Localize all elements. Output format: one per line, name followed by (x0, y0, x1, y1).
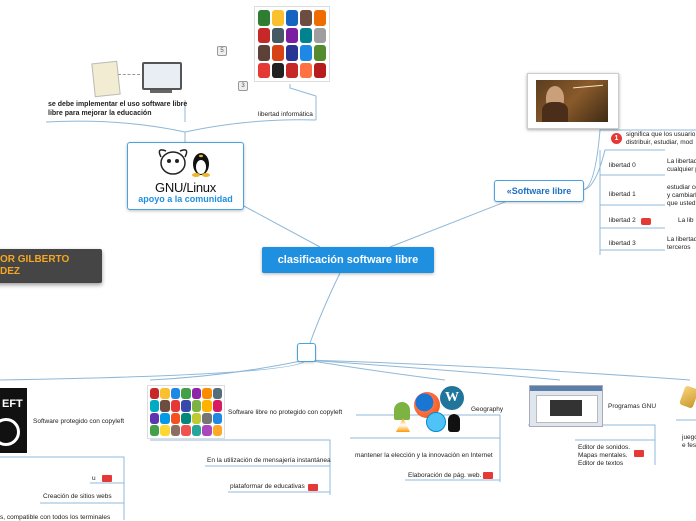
noncopyleft-item-2-b: de educativas (264, 483, 305, 490)
geography-item-1[interactable]: mantener la elección y la innovación en … (355, 452, 493, 459)
freedom-2-desc: La lib (678, 217, 694, 224)
network-computer-image (90, 58, 186, 100)
gnu-programs-items[interactable]: Editor de sonidos. Mapas mentales. Edito… (578, 444, 630, 468)
free-software-logos-image (254, 6, 330, 82)
subtopic-hub-node[interactable] (297, 343, 316, 362)
central-topic[interactable]: clasificación software libre (262, 247, 434, 273)
link-icon[interactable] (102, 475, 112, 482)
freedom-0-desc: La libertad cualquier p (667, 158, 696, 174)
copyleft-logo-text: EFT (2, 398, 23, 410)
noncopyleft-item-2-a: plataformar (230, 483, 263, 490)
freedom-3-desc-line-2: terceros (667, 244, 691, 251)
copyleft-label[interactable]: Software protegido con copyleft (33, 418, 125, 425)
gnu-programs-item-1: Editor de sonidos. (578, 444, 631, 451)
freedom-3-label[interactable]: libertad 3 (609, 240, 636, 247)
games-image (676, 383, 696, 413)
definition-line-1: significa que los usuario (626, 131, 696, 138)
freedom-1-desc-line-1: estudiar có (667, 184, 696, 191)
left-item-3[interactable]: s, compatible con todos los terminales (0, 514, 111, 521)
noncopyleft-label-a: Software libre (228, 409, 268, 416)
author-line-2: DEZ (0, 266, 20, 277)
freedom-1-desc-line-2: y cambiarl (667, 192, 696, 199)
author-node[interactable]: OR GILBERTO DEZ (0, 249, 102, 283)
copyleft-logo-image: EFT (0, 388, 27, 453)
freedom-3-desc: La libertad terceros (667, 236, 696, 252)
freedom-3-desc-line-1: La libertad (667, 236, 696, 243)
education-note: se debe implementar el uso software libr… (48, 100, 187, 118)
geography-label[interactable]: Geography (471, 406, 504, 413)
noncopyleft-item-2[interactable]: plataformar de educativas (230, 483, 305, 490)
noncopyleft-label-b: no protegido con copyleft (269, 409, 343, 416)
freedom-1-desc-line-3: que usted (667, 200, 696, 207)
link-icon[interactable] (308, 484, 318, 491)
games-item-1: juego (682, 434, 696, 441)
link-icon[interactable] (483, 472, 493, 479)
geography-item-2[interactable]: Elaboración de pág. web. (408, 472, 482, 479)
software-libre-node[interactable]: «Software libre (494, 180, 584, 202)
games-item-2: e fest (682, 442, 696, 449)
freedom-1-label[interactable]: libertad 1 (609, 191, 636, 198)
gnu-linux-node[interactable]: GNU/Linux apoyo a la comunidad (127, 142, 244, 210)
education-note-line-2: libre para mejorar la educación (48, 110, 152, 117)
noncopyleft-label[interactable]: Software libre no protegido con copyleft (228, 409, 342, 416)
games-items[interactable]: juego e fest (682, 434, 696, 450)
info-icon[interactable]: 1 (611, 133, 622, 144)
noncopyleft-item-1-b: ensajería instantánea (268, 457, 331, 464)
count-badge[interactable]: 3 (238, 81, 248, 91)
definition-line-2: distribuir, estudiar, mod (626, 139, 693, 146)
browser-apps-image: W (392, 386, 468, 434)
gnu-linux-subtitle: apoyo a la comunidad (138, 194, 233, 204)
software-libre-definition: significa que los usuario distribuir, es… (626, 131, 695, 147)
software-icons-image (147, 385, 225, 439)
freedom-0-desc-line-2: cualquier p (667, 166, 696, 173)
gnu-tux-icon (158, 149, 210, 177)
freedom-2-label[interactable]: libertad 2 (609, 217, 636, 224)
freedom-0-desc-line-1: La libertad (667, 158, 696, 165)
youtube-link-icon[interactable] (641, 218, 651, 225)
link-icon[interactable] (634, 450, 644, 457)
education-note-line-1: se debe implementar el uso software libr… (48, 101, 188, 108)
left-item-1[interactable]: u (92, 475, 96, 482)
freedom-1-desc: estudiar có y cambiarl que usted (667, 184, 696, 208)
freedom-label: libertad informática (258, 111, 313, 118)
noncopyleft-item-1[interactable]: En la utilización de mensajería instantá… (207, 457, 331, 464)
gnu-linux-title: GNU/Linux (155, 180, 216, 195)
richard-stallman-photo (527, 73, 619, 129)
count-badge[interactable]: 5 (217, 46, 227, 56)
gnu-programs-label[interactable]: Programas GNU (608, 403, 657, 410)
gnu-programs-screenshot (529, 385, 603, 427)
freedom-0-label[interactable]: libertad 0 (609, 162, 636, 169)
gnu-programs-item-2: Mapas mentales. (578, 452, 628, 459)
author-line-1: OR GILBERTO (0, 254, 70, 265)
gnu-programs-item-3: Editor de textos (578, 460, 624, 467)
left-item-2[interactable]: Creación de sitios webs (43, 493, 112, 500)
noncopyleft-item-1-a: En la utilización de m (207, 457, 269, 464)
